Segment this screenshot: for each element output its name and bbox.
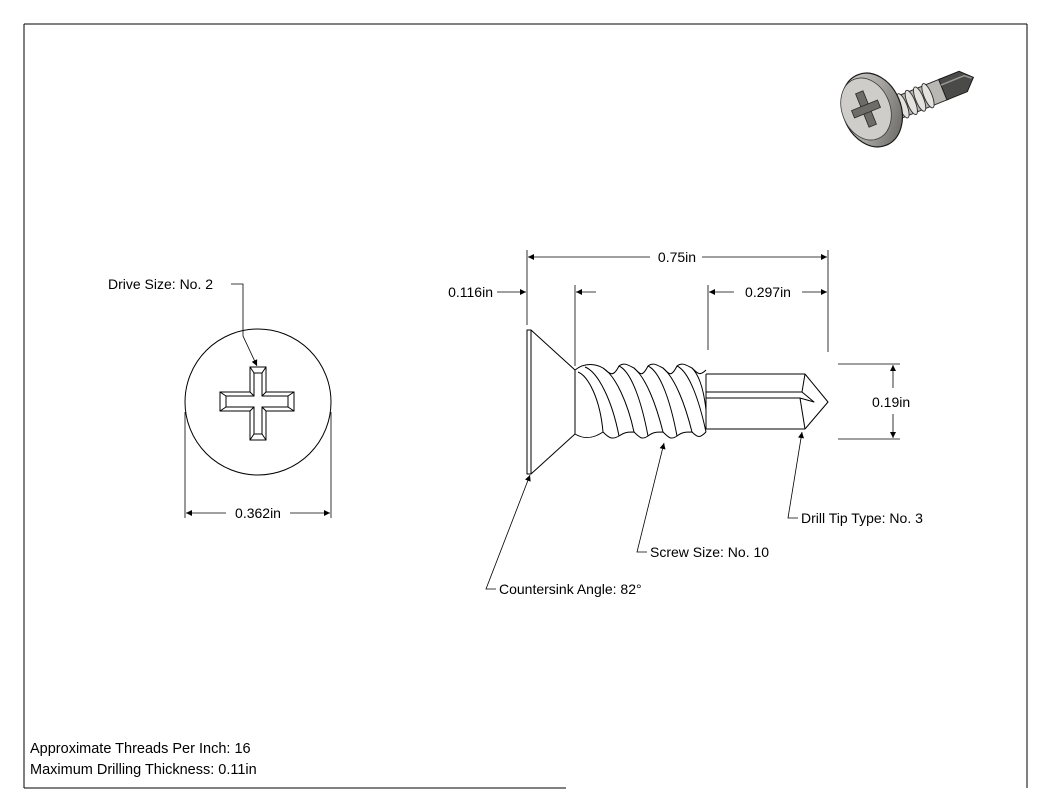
countersink-angle-label: Countersink Angle: 82°: [499, 581, 642, 597]
drill-point-length-label: 0.297in: [745, 284, 791, 300]
countersink-angle-leader: [485, 474, 531, 590]
head-diameter-label: 0.362in: [235, 505, 281, 521]
drive-size-label: Drive Size: No. 2: [108, 276, 213, 292]
drive-size-leader: [231, 283, 258, 367]
head-diameter-dimension: [184, 412, 332, 518]
shank-diameter-label: 0.19in: [872, 394, 910, 410]
screw-size-leader: [636, 442, 666, 553]
max-drilling-thickness-note: Maximum Drilling Thickness: 0.11in: [30, 762, 257, 778]
screw-side-view: [526, 329, 829, 475]
screw-size-label: Screw Size: No. 10: [650, 544, 769, 560]
threads-per-inch-note: Approximate Threads Per Inch: 16: [30, 741, 251, 757]
isometric-screw-preview: [840, 70, 975, 148]
drill-tip-leader: [787, 431, 804, 519]
shank-diameter-dimension: [838, 363, 900, 440]
drawing-notes: Approximate Threads Per Inch: 16 Maximum…: [30, 739, 257, 781]
overall-length-label: 0.75in: [658, 249, 696, 265]
drill-tip-type-label: Drill Tip Type: No. 3: [801, 510, 923, 526]
head-top-view: [184, 328, 332, 476]
overall-length-dimension: [526, 250, 829, 352]
drill-point-length-dimension: [707, 285, 827, 350]
head-height-dimension: [497, 285, 596, 366]
head-height-label: 0.116in: [448, 284, 493, 300]
sheet-frame: [23, 23, 1028, 789]
